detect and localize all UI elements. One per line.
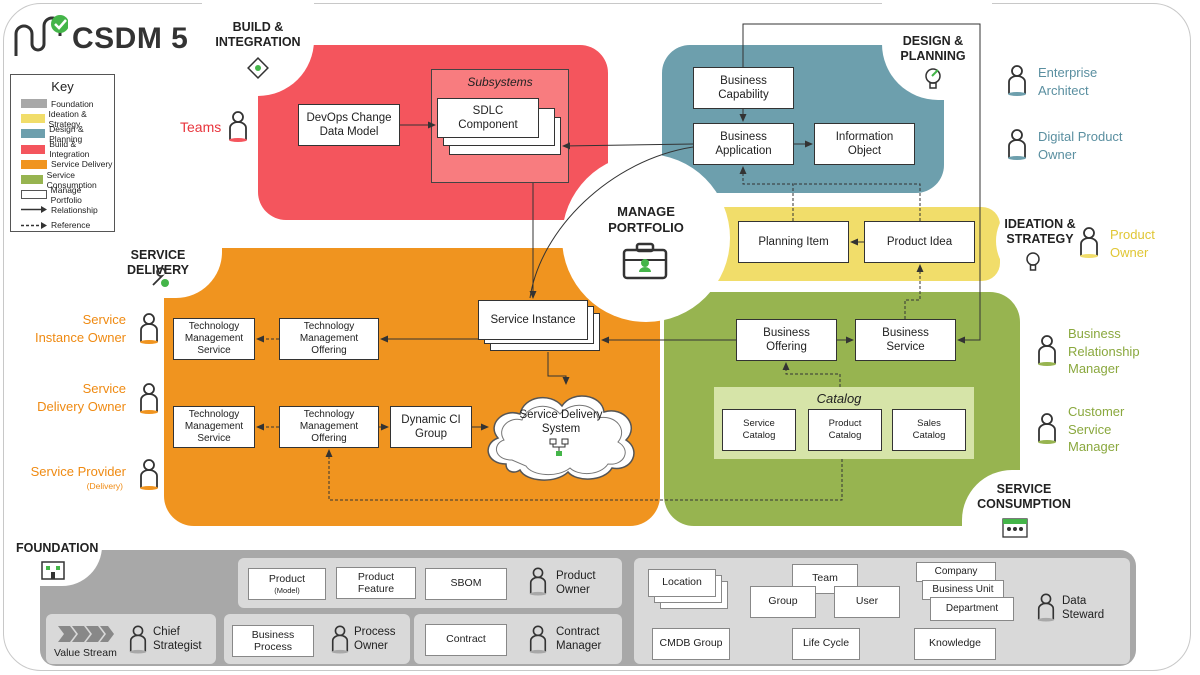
legend-item: Reference	[11, 218, 114, 233]
person-icon	[1038, 335, 1056, 366]
role-business-relationship-manager: Business Relationship Manager	[1068, 326, 1140, 377]
role-enterprise-architect: Enterprise Architect	[1038, 65, 1098, 98]
user-box: User	[834, 586, 900, 618]
person-icon	[1080, 227, 1098, 258]
tech-mgmt-service-box-2: Technology Management Service	[173, 406, 255, 448]
person-icon	[331, 625, 349, 654]
role-contract-manager: Contract Manager	[556, 626, 602, 652]
role-chief-strategist: Chief Strategist	[153, 626, 202, 652]
manage-portfolio-circle	[562, 154, 730, 322]
foundation-building-icon	[41, 561, 65, 580]
service-catalog-box: Service Catalog	[722, 409, 796, 451]
cmdb-group-box: CMDB Group	[652, 628, 730, 660]
person-icon	[129, 625, 147, 654]
service-delivery-system-label: Service Delivery System	[519, 409, 603, 436]
person-icon	[1037, 593, 1055, 622]
build-icon	[247, 57, 269, 79]
department-box: Department	[930, 597, 1014, 621]
role-service-provider-sub: (Delivery)	[86, 481, 123, 491]
company-box: Company	[916, 562, 996, 582]
role-product-owner-ideation: Product Owner	[1110, 227, 1155, 260]
value-stream-label: Value Stream	[54, 647, 117, 659]
information-object-box: Information Object	[814, 123, 915, 165]
network-icon	[549, 438, 569, 456]
person-icon	[1038, 413, 1056, 444]
business-service-box: Business Service	[855, 319, 956, 361]
role-service-provider: Service Provider	[30, 464, 126, 479]
catalog-label: Catalog	[816, 391, 862, 406]
person-icon	[140, 383, 158, 414]
delivery-tools-icon	[152, 267, 169, 287]
tech-mgmt-service-box-1: Technology Management Service	[173, 318, 255, 360]
business-offering-box: Business Offering	[736, 319, 837, 361]
person-icon	[140, 313, 158, 344]
knowledge-box: Knowledge	[914, 628, 996, 660]
role-customer-service-manager: Customer Service Manager	[1068, 404, 1125, 455]
role-data-steward: Data Steward	[1062, 595, 1105, 621]
value-stream-chevrons-icon	[58, 626, 114, 642]
brand-title: CSDM 5	[72, 22, 189, 55]
build-title: BUILD & INTEGRATION	[215, 20, 301, 49]
planning-item-box: Planning Item	[738, 221, 849, 263]
group-box: Group	[750, 586, 816, 618]
legend-item: Service Consumption	[11, 170, 114, 190]
person-icon	[1008, 129, 1026, 160]
contract-box: Contract	[425, 624, 507, 656]
legend-key: Key Foundation Ideation & Strategy Desig…	[10, 74, 115, 232]
legend-item: Foundation	[11, 96, 114, 111]
legend-item: Service Delivery	[11, 157, 114, 172]
tech-mgmt-offering-box-1: Technology Management Offering	[279, 318, 379, 360]
product-feature-box: Product Feature	[336, 567, 416, 599]
sbom-box: SBOM	[425, 568, 507, 600]
consumption-title: SERVICE CONSUMPTION	[977, 482, 1071, 511]
briefcase-icon	[622, 242, 668, 280]
sdlc-component-box: SDLC Component	[437, 98, 539, 138]
legend-item: Relationship	[11, 202, 114, 217]
person-icon	[229, 111, 247, 142]
subsystems-label: Subsystems	[467, 75, 533, 89]
manage-portfolio-title: MANAGE PORTFOLIO	[608, 204, 684, 235]
consumption-people-icon	[1002, 518, 1028, 538]
product-model-box: Product (Model)	[248, 568, 326, 600]
csdm-logo-icon	[14, 15, 68, 56]
role-service-instance-owner: Service Instance Owner	[34, 312, 126, 345]
legend-item: Manage Portfolio	[11, 185, 114, 205]
product-catalog-box: Product Catalog	[808, 409, 882, 451]
service-instance-box: Service Instance	[478, 300, 588, 340]
ideation-corner-blob	[996, 198, 1086, 284]
ideation-title: IDEATION & STRATEGY	[1004, 217, 1076, 246]
design-title: DESIGN & PLANNING	[900, 34, 966, 63]
dynamic-ci-group-box: Dynamic CI Group	[390, 406, 472, 448]
legend-item: Build & Integration	[11, 139, 114, 159]
person-icon	[529, 567, 547, 596]
product-idea-box: Product Idea	[864, 221, 975, 263]
business-process-box: Business Process	[232, 625, 314, 657]
location-box: Location	[648, 569, 716, 597]
life-cycle-box: Life Cycle	[792, 628, 860, 660]
tech-mgmt-offering-box-2: Technology Management Offering	[279, 406, 379, 448]
legend-item: Design & Planning	[11, 124, 114, 144]
diagram-frame	[3, 3, 1191, 671]
role-service-delivery-owner: Service Delivery Owner	[37, 381, 126, 414]
devops-change-data-model-box: DevOps Change Data Model	[298, 104, 400, 146]
legend-title: Key	[51, 79, 74, 94]
ideation-lightbulb-icon	[1026, 252, 1040, 271]
role-digital-product-owner: Digital Product Owner	[1038, 129, 1123, 162]
person-icon	[529, 625, 547, 654]
sales-catalog-box: Sales Catalog	[892, 409, 966, 451]
business-capability-box: Business Capability	[693, 67, 794, 109]
role-teams: Teams	[180, 119, 222, 135]
person-icon	[1008, 65, 1026, 96]
person-icon	[140, 459, 158, 490]
foundation-title: FOUNDATION	[16, 541, 99, 555]
legend-item: Ideation & Strategy	[11, 109, 114, 129]
build-corner-blob	[202, 0, 314, 96]
design-lightbulb-icon	[925, 68, 941, 89]
business-application-box: Business Application	[693, 123, 794, 165]
role-product-owner-foundation: Product Owner	[556, 570, 596, 596]
role-process-owner: Process Owner	[354, 626, 396, 652]
